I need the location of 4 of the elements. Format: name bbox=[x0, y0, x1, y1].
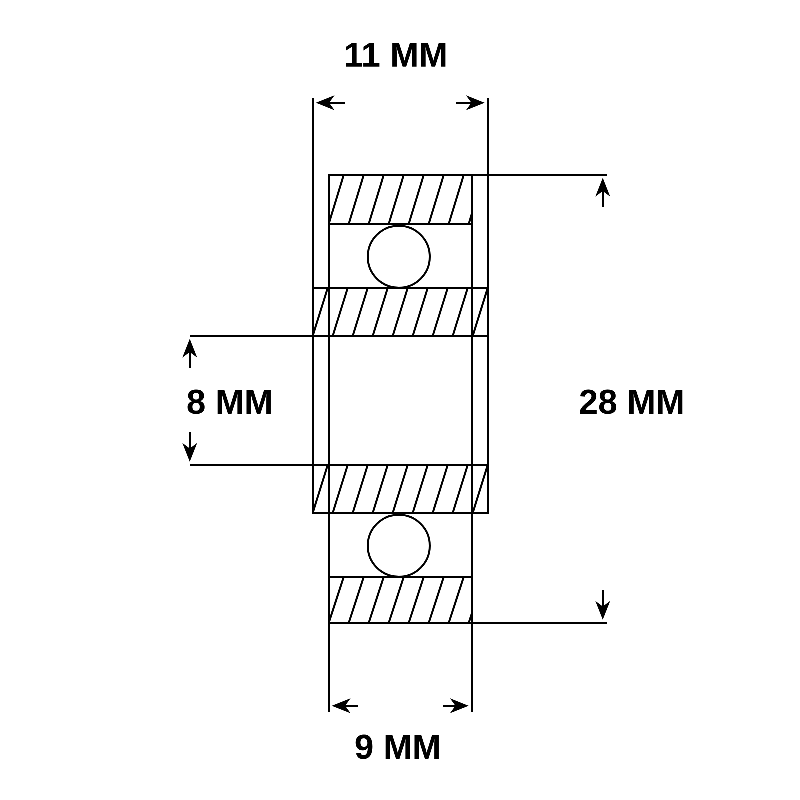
dimension-label: 9 MM bbox=[356, 734, 439, 760]
dimension-label: 28 MM bbox=[580, 390, 683, 414]
dimension-label: 8 MM bbox=[188, 390, 271, 414]
dimension-label: 11 MM bbox=[346, 43, 446, 67]
